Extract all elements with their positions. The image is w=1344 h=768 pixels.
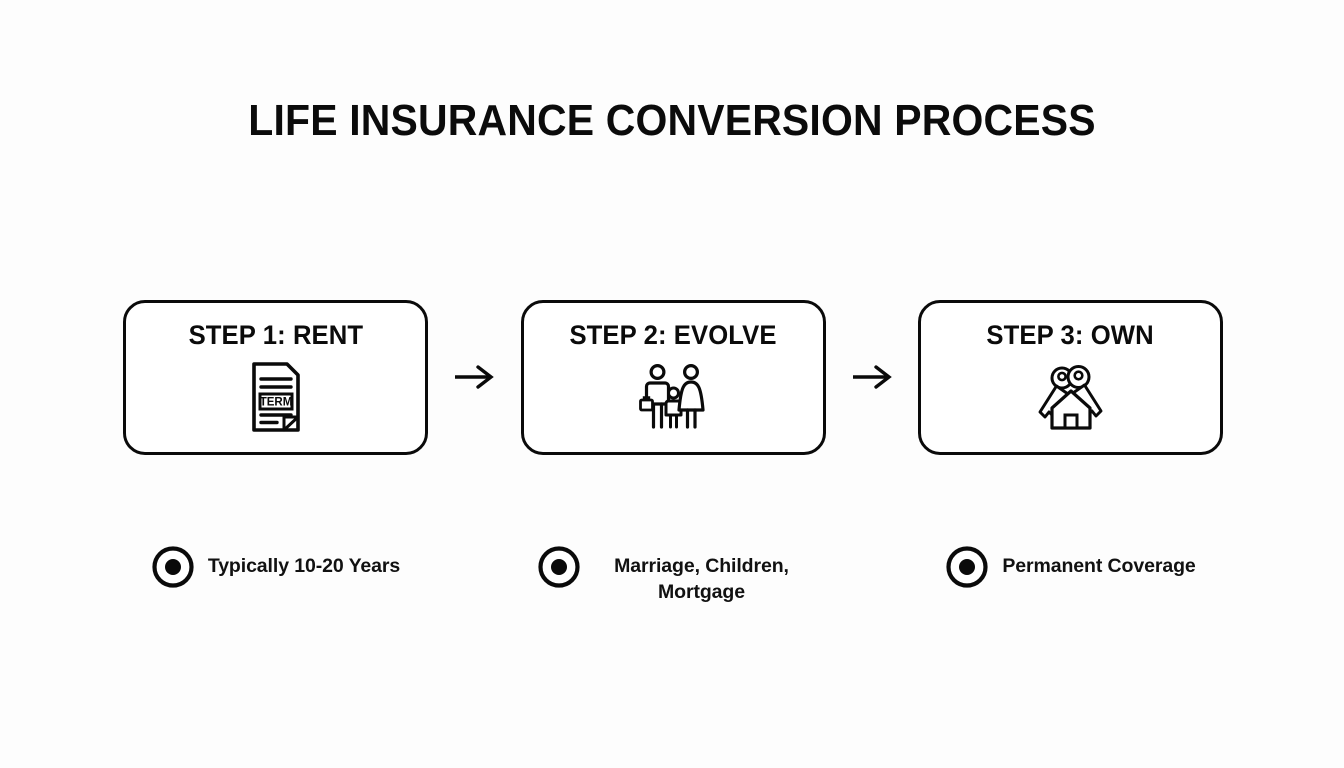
radio-bullet-icon <box>152 546 194 588</box>
step-card-2[interactable]: STEP 2: EVOLVE <box>520 299 826 455</box>
arrow-step1-to-step2 <box>446 357 502 397</box>
steps-row: STEP 1: RENT TERM STEP 2: EVOLVE <box>123 298 1223 456</box>
radio-bullet-icon <box>946 546 988 588</box>
step-title-3: STEP 3: OWN <box>986 319 1155 350</box>
caption-item-1: Typically 10-20 Years <box>123 540 428 589</box>
arrow-right-icon <box>455 365 495 389</box>
family-icon <box>639 363 705 429</box>
caption-item-2: Marriage, Children, Mortgage <box>521 540 826 605</box>
arrow-step2-to-step3 <box>844 357 900 397</box>
caption-text-3: Permanent Coverage <box>1002 555 1196 577</box>
caption-item-3: Permanent Coverage <box>918 540 1223 589</box>
caption-text-1: Typically 10-20 Years <box>207 555 401 577</box>
step-card-1[interactable]: STEP 1: RENT TERM <box>123 299 428 455</box>
caption-text-2: Marriage, Children, Mortgage <box>614 555 789 603</box>
keys-house-icon <box>1038 364 1102 430</box>
radio-bullet-icon <box>538 546 580 588</box>
term-document-icon: TERM <box>251 361 300 432</box>
arrow-right-icon <box>852 365 892 389</box>
term-label: TERM <box>259 396 292 408</box>
captions-row: Typically 10-20 Years Marriage, Children… <box>123 540 1223 605</box>
step-title-1: STEP 1: RENT <box>188 319 363 350</box>
step-title-2: STEP 2: EVOLVE <box>569 319 777 350</box>
step-card-3[interactable]: STEP 3: OWN <box>918 299 1223 455</box>
page-title: LIFE INSURANCE CONVERSION PROCESS <box>248 96 1096 145</box>
